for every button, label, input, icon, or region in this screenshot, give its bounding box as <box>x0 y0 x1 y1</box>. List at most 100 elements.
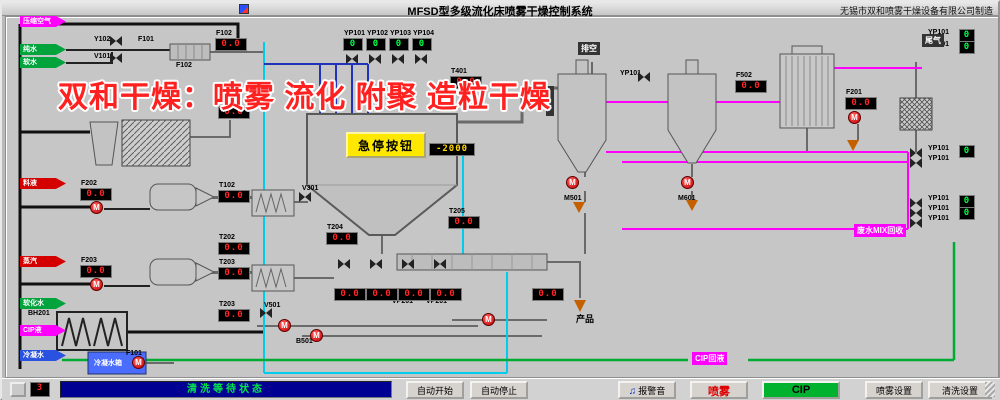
value-readout: T205 0.0 <box>448 208 480 229</box>
value-readout: YP104 0 <box>412 30 434 51</box>
value-readout: 0 <box>959 207 975 220</box>
alarm-sound-button[interactable]: ♫报警音 <box>618 381 676 399</box>
readout-tag: YP104 <box>413 30 435 37</box>
value-readout: 0.0 <box>334 288 366 301</box>
readout-value: 0.0 <box>86 266 106 276</box>
readout-tag: T203 <box>219 259 235 266</box>
pump-icon[interactable]: M <box>90 201 103 214</box>
readout-tag: F203 <box>81 257 97 264</box>
readout-tag: YP101 <box>344 30 366 37</box>
valve-icon[interactable] <box>434 259 446 269</box>
valve-icon[interactable] <box>402 259 414 269</box>
window-title: MFSD型多级流化床喷雾干燥控制系统 <box>407 6 593 18</box>
equipment-label: YP101 <box>928 205 950 212</box>
readout-tag: F201 <box>846 89 862 96</box>
readout-value: 0.0 <box>224 191 244 201</box>
valve-icon[interactable] <box>910 198 922 208</box>
value-readout: 0.0 <box>532 288 564 301</box>
valve-icon[interactable] <box>338 259 350 269</box>
alarm-button-label: 报警音 <box>638 385 666 396</box>
readout-value: 0.0 <box>454 217 474 227</box>
pump-icon[interactable]: M <box>278 319 291 332</box>
valve-icon[interactable] <box>392 54 404 64</box>
readout-value: 0.0 <box>224 243 244 253</box>
valve-icon[interactable] <box>110 36 122 46</box>
equipment-label: YP101 <box>928 195 950 202</box>
pump-icon[interactable]: M <box>310 329 323 342</box>
readout-value: 0 <box>963 42 971 52</box>
readout-tag: T203 <box>219 301 235 308</box>
readout-tag: YP103 <box>390 30 412 37</box>
equipment-label: M501 <box>564 195 582 202</box>
valve-icon[interactable] <box>346 54 358 64</box>
valve-icon[interactable] <box>910 148 922 158</box>
equipment-label: YP101 <box>620 70 642 77</box>
value-readout: T204 0.0 <box>326 224 358 245</box>
readout-value: 0 <box>963 30 971 40</box>
valve-icon[interactable] <box>110 53 122 63</box>
valve-icon[interactable] <box>369 54 381 64</box>
flow-tag: 排空 <box>578 42 600 55</box>
control-button[interactable]: 喷雾 <box>690 381 748 399</box>
feed-arrow: 蒸汽 <box>20 256 66 267</box>
valve-icon[interactable] <box>638 72 650 82</box>
valve-icon[interactable] <box>299 192 311 202</box>
readout-value: 0 <box>395 39 403 49</box>
value-readout: T401 0.0 <box>450 68 482 89</box>
valve-icon[interactable] <box>910 208 922 218</box>
equipment-label: F101 <box>126 350 142 357</box>
readout-tag: T205 <box>449 208 465 215</box>
equipment-label: 冷凝水箱 <box>94 360 122 367</box>
flow-tag: 尾气 <box>922 34 944 47</box>
readout-value: 0 <box>963 208 971 218</box>
resize-grip[interactable] <box>985 382 995 397</box>
readout-value: 0.0 <box>224 310 244 320</box>
watermark-text: 双和干燥：喷雾 流化 附聚 造粒干燥 <box>58 81 552 114</box>
value-readout: F102 0.0 <box>215 30 247 51</box>
pump-icon[interactable]: M <box>482 313 495 326</box>
readout-tag: F202 <box>81 180 97 187</box>
readout-tag: T204 <box>327 224 343 231</box>
valve-icon[interactable] <box>260 308 272 318</box>
control-button[interactable]: CIP <box>762 381 840 399</box>
control-button[interactable]: 自动开始 <box>406 381 464 399</box>
readout-tag: YP102 <box>367 30 389 37</box>
status-mini-button[interactable] <box>10 382 26 397</box>
status-count-readout: 3 <box>30 382 50 397</box>
valve-icon[interactable] <box>910 158 922 168</box>
readout-value: 0.0 <box>340 289 360 299</box>
value-readout: 0 <box>959 145 975 158</box>
feed-arrow: 压缩空气 <box>20 16 66 27</box>
feed-arrow: 料液 <box>20 178 66 189</box>
valve-icon[interactable] <box>370 259 382 269</box>
pump-icon[interactable]: M <box>681 176 694 189</box>
value-readout: F502 0.0 <box>735 72 767 93</box>
readout-value: 0.0 <box>456 77 476 87</box>
manufacturer-label: 无锡市双和喷雾干燥设备有限公司制造 <box>839 6 993 16</box>
equipment-label: V101 <box>94 53 111 60</box>
value-readout: T203 0.0 <box>218 301 250 322</box>
control-button[interactable]: 自动停止 <box>470 381 528 399</box>
emergency-stop-button[interactable]: 急停按钮 <box>346 132 426 158</box>
readout-value: -2000 <box>435 144 469 154</box>
pump-icon[interactable]: M <box>848 111 861 124</box>
readout-value: 0.0 <box>538 289 558 299</box>
feed-arrow: 软水 <box>20 57 66 68</box>
pump-icon[interactable]: M <box>132 356 145 369</box>
valve-icon[interactable] <box>415 54 427 64</box>
valve-icon[interactable] <box>910 218 922 228</box>
flow-tag: CIP回液 <box>692 352 728 365</box>
control-button[interactable]: 喷雾设置 <box>865 381 923 399</box>
control-button[interactable]: 清洗设置 <box>928 381 992 399</box>
readout-value: 0.0 <box>851 98 871 108</box>
pump-icon[interactable]: M <box>90 278 103 291</box>
speaker-icon: ♫ <box>628 385 637 397</box>
app-icon <box>239 4 249 14</box>
pump-icon[interactable]: M <box>566 176 579 189</box>
feed-arrow: 纯水 <box>20 44 66 55</box>
equipment-label: B501 <box>296 338 313 345</box>
value-readout: 0.0 <box>398 288 430 301</box>
value-readout: -2000 <box>429 143 475 156</box>
discharge-arrows <box>573 140 859 312</box>
